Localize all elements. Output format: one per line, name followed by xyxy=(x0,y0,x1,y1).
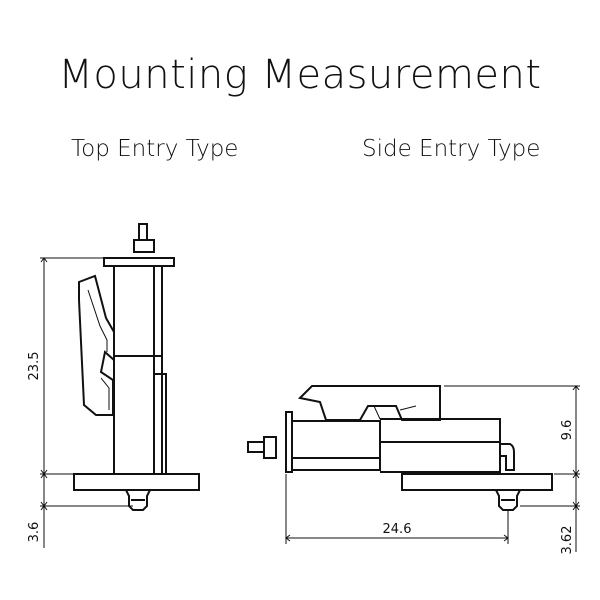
top-entry-dimensions: 23.5 3.6 xyxy=(27,257,133,548)
side-entry-label: Side Entry Type xyxy=(362,136,541,162)
side-entry-dimensions: 9.6 3.62 24.6 xyxy=(285,385,580,555)
dimension-top-pin: 3.6 xyxy=(27,522,42,543)
dimension-side-height: 9.6 xyxy=(560,420,575,441)
dimension-side-length: 24.6 xyxy=(383,522,412,537)
dimension-side-pin: 3.62 xyxy=(560,526,575,555)
dimension-top-height: 23.5 xyxy=(27,352,42,381)
top-entry-connector xyxy=(73,223,200,511)
side-entry-connector xyxy=(247,385,553,511)
top-entry-label: Top Entry Type xyxy=(71,136,239,162)
diagram-title: Mounting Measurement xyxy=(58,52,542,98)
